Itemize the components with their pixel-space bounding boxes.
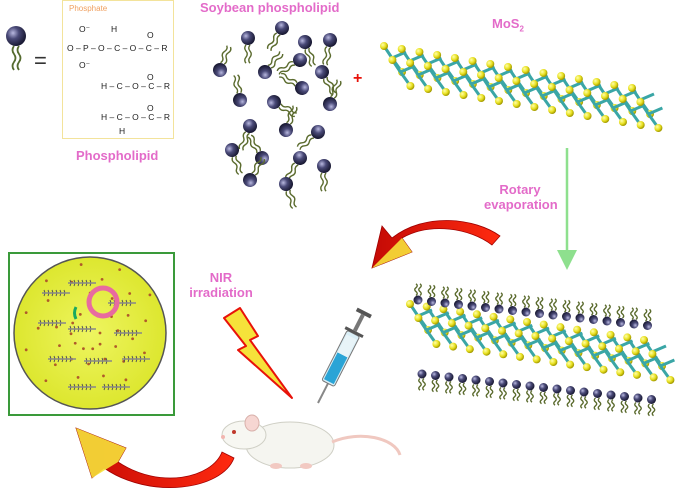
lipid-molecule — [525, 381, 535, 403]
soybean-phospholipid-label: Soybean phospholipid — [200, 0, 340, 15]
lipid-molecule — [508, 293, 517, 315]
result-frame — [8, 252, 175, 416]
lipid-icon — [6, 26, 26, 71]
lipid-molecule — [485, 377, 494, 399]
lipid-molecule — [444, 372, 454, 394]
lipid-molecule — [471, 375, 481, 397]
mos2-label: MoS2 — [492, 16, 524, 34]
lipid-molecule — [233, 74, 247, 107]
o-minus-bottom: O⁻ — [79, 60, 91, 70]
lipid-molecule — [258, 51, 284, 79]
lipid-molecule — [431, 371, 440, 393]
lipid-molecule — [241, 31, 255, 64]
lipid-molecule — [417, 369, 427, 391]
lipid-molecule — [562, 299, 571, 321]
lipid-molecule — [512, 380, 521, 402]
lipid-molecule — [298, 35, 316, 67]
mouse-icon — [221, 414, 402, 469]
carbonyl-o-1: O — [147, 30, 154, 40]
lipid-molecule — [579, 387, 589, 409]
lipid-molecule — [213, 45, 232, 77]
lipid-molecule — [267, 95, 297, 118]
lightning-icon — [223, 307, 293, 399]
phospholipid-label: Phospholipid — [76, 148, 159, 163]
syringe-icon — [317, 307, 372, 404]
lipid-molecule — [539, 383, 548, 405]
lipid-molecule — [481, 290, 490, 312]
lipid-molecule — [427, 284, 436, 306]
lipid-molecule — [266, 21, 289, 51]
curved-arrow-icon — [75, 427, 235, 488]
lipid-molecule — [589, 302, 598, 324]
lipid-molecule — [602, 304, 612, 326]
lipid-molecule — [454, 287, 463, 309]
coating-lipids — [413, 283, 656, 417]
lipid-molecule — [616, 305, 625, 327]
lipid-molecule — [575, 301, 585, 323]
lipid-molecule — [238, 119, 257, 151]
lipid-molecule — [322, 33, 337, 66]
lipid-molecule — [494, 292, 504, 314]
lipid-molecule — [440, 286, 450, 308]
h-bottom: H — [119, 126, 126, 136]
lipid-molecule — [225, 143, 243, 175]
lipid-molecule — [647, 395, 656, 417]
lipid-molecule — [323, 79, 342, 111]
lipid-molecule — [566, 386, 575, 408]
lipid-molecule — [279, 177, 297, 209]
carbonyl-o-2: O — [147, 72, 154, 82]
plus-sign: + — [353, 70, 363, 87]
lipid-molecule — [593, 389, 602, 411]
lipid-molecule — [643, 308, 652, 330]
lipid-molecule — [315, 65, 337, 96]
curved-arrow-icon — [371, 220, 501, 269]
lipid-molecule — [535, 296, 544, 318]
mos2-sheet — [380, 42, 663, 132]
green-down-arrow-icon — [557, 148, 577, 270]
lipid-molecule — [284, 151, 307, 181]
tumor-tissue-view — [13, 256, 167, 410]
h-top: H — [111, 24, 118, 34]
carbonyl-o-3: O — [147, 103, 154, 113]
lipid-molecule — [467, 289, 477, 311]
lipid-molecule — [279, 105, 298, 137]
lipid-molecule — [279, 72, 309, 95]
o-minus-top: O⁻ — [79, 24, 91, 34]
lipid-molecule — [413, 283, 423, 305]
soybean-phospholipid-cluster — [213, 21, 342, 209]
lipid-molecule — [498, 378, 508, 400]
lipid-molecule — [296, 125, 325, 150]
lipid-molecule — [548, 298, 558, 320]
lipid-molecule — [620, 392, 629, 414]
glycerol-bottom-row: H – C – O – C – R — [101, 112, 170, 122]
coated-mos2-sheet — [406, 300, 675, 384]
glycerol-mid-row: H – C – O – C – R — [101, 81, 170, 91]
lipid-molecule — [317, 159, 331, 192]
lipid-molecule — [633, 393, 643, 415]
phosphate-label: Phosphate — [69, 4, 108, 13]
lipid-molecule — [552, 384, 562, 406]
equals-sign: = — [34, 48, 47, 73]
lipid-molecule — [458, 374, 467, 396]
lipid-molecule — [606, 390, 616, 412]
lipid-molecule — [276, 53, 307, 75]
phosphate-row: O – P – O – C – O – C – R — [67, 43, 168, 53]
lipid-molecule — [243, 157, 266, 187]
lipid-molecule — [629, 307, 639, 329]
phospholipid-structure-legend: Phosphate O⁻ H O O – P – O – C – O – C –… — [62, 0, 174, 139]
lipid-molecule — [521, 295, 531, 317]
